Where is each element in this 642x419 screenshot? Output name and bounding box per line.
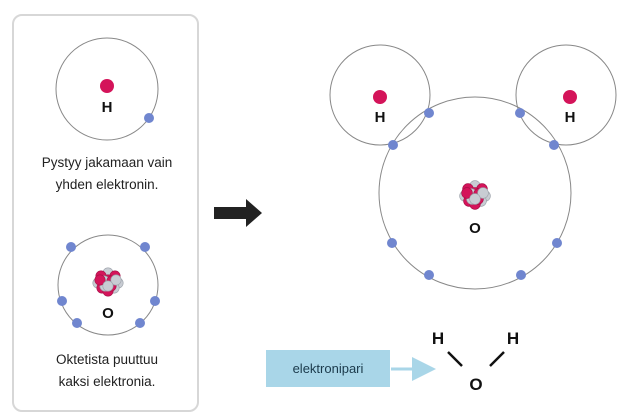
water-molecule: H H O xyxy=(329,44,617,290)
hydrogen-caption-line1: Pystyy jakamaan vain xyxy=(41,155,173,170)
hydrogen-caption-line2: yhden elektronin. xyxy=(55,177,159,192)
oxygen-electron xyxy=(140,242,150,252)
hydrogen-symbol: H xyxy=(102,99,113,116)
neutron xyxy=(477,187,489,199)
oxygen-electron xyxy=(552,238,562,248)
oxygen-electron xyxy=(72,318,82,328)
formula-h-right: H xyxy=(507,329,519,348)
right-hydrogen-nucleus xyxy=(563,90,577,104)
right-hydrogen-symbol: H xyxy=(565,109,576,126)
oxygen-caption: Oktetista puuttuu kaksi elektronia. xyxy=(18,349,196,393)
center-oxygen-nucleus xyxy=(459,180,491,210)
oxygen-electron xyxy=(150,296,160,306)
oxygen-electron xyxy=(57,296,67,306)
oxygen-caption-line2: kaksi elektronia. xyxy=(58,374,156,389)
hydrogen-electron xyxy=(144,113,154,123)
oxygen-electron xyxy=(66,242,76,252)
hydrogen-caption: Pystyy jakamaan vain yhden elektronin. xyxy=(18,152,196,196)
oxygen-electron xyxy=(424,270,434,280)
formula-o: O xyxy=(469,375,482,394)
oxygen-symbol: O xyxy=(102,305,114,322)
hydrogen-orbit xyxy=(55,37,159,141)
oxygen-electron xyxy=(516,270,526,280)
left-hydrogen-nucleus xyxy=(373,90,387,104)
formula-bond-right xyxy=(489,351,505,367)
oxygen-orbit xyxy=(57,234,159,336)
shared-electron xyxy=(388,140,398,150)
right-hydrogen-orbit xyxy=(515,44,617,146)
oxygen-atom-diagram: O xyxy=(57,234,160,336)
shared-electron xyxy=(549,140,559,150)
proton xyxy=(461,187,473,199)
center-oxygen-symbol: O xyxy=(469,220,481,237)
oxygen-electron xyxy=(387,238,397,248)
hydrogen-nucleus xyxy=(100,79,114,93)
oxygen-caption-line1: Oktetista puuttuu xyxy=(55,352,159,367)
shared-electron xyxy=(515,108,525,118)
oxygen-orbit-large xyxy=(378,96,572,290)
structural-formula: H H O xyxy=(432,329,519,394)
oxygen-nucleus xyxy=(92,267,124,297)
oxygen-electron xyxy=(135,318,145,328)
reaction-arrow xyxy=(214,199,262,227)
electron-pair-label: elektronipari xyxy=(293,361,364,376)
left-hydrogen-orbit xyxy=(329,44,431,146)
formula-h-left: H xyxy=(432,329,444,348)
neutron xyxy=(469,193,481,205)
left-hydrogen-symbol: H xyxy=(375,109,386,126)
formula-bond-left xyxy=(447,351,463,367)
proton xyxy=(94,274,106,286)
neutron xyxy=(102,280,114,292)
hydrogen-atom-diagram: H xyxy=(55,37,159,141)
neutron xyxy=(110,274,122,286)
shared-electron xyxy=(424,108,434,118)
electron-pair-label-box xyxy=(266,350,390,387)
